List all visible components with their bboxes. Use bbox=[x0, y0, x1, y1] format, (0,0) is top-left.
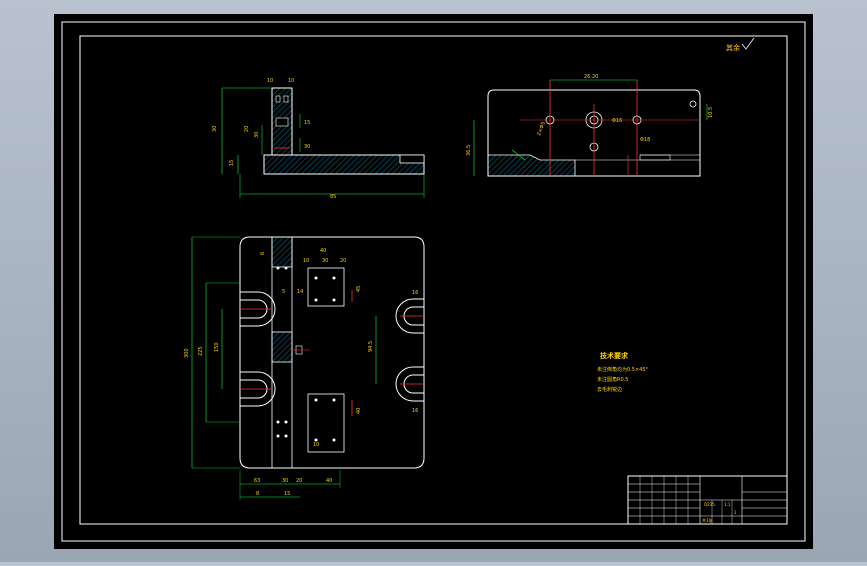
svg-text:1:1: 1:1 bbox=[724, 502, 731, 507]
svg-text:20: 20 bbox=[296, 478, 302, 484]
tech-req-line-2: 未注圆角R0.5 bbox=[597, 376, 628, 383]
svg-text:10: 10 bbox=[313, 442, 319, 448]
svg-text:其余: 其余 bbox=[726, 43, 740, 52]
tech-requirements: 技术要求 未注倒角均为0.5×45° 未注圆角R0.5 去毛刺锐边 bbox=[597, 351, 649, 393]
model-space[interactable] bbox=[54, 14, 813, 549]
svg-text:45: 45 bbox=[356, 286, 362, 292]
svg-text:63: 63 bbox=[254, 478, 260, 484]
svg-text:26.20: 26.20 bbox=[584, 74, 598, 80]
sheet-outer-border bbox=[61, 21, 806, 542]
svg-text:300: 300 bbox=[184, 348, 190, 358]
sheet-inner-border bbox=[79, 35, 788, 525]
svg-text:Q235: Q235 bbox=[704, 502, 715, 507]
svg-text:1: 1 bbox=[734, 510, 737, 515]
svg-text:85: 85 bbox=[330, 194, 336, 200]
svg-text:36.5: 36.5 bbox=[466, 145, 472, 156]
svg-text:225: 225 bbox=[198, 346, 204, 356]
svg-text:Φ16: Φ16 bbox=[612, 118, 622, 124]
svg-text:16: 16 bbox=[412, 290, 418, 296]
svg-text:15: 15 bbox=[229, 160, 235, 166]
svg-text:16: 16 bbox=[412, 408, 418, 414]
svg-text:Φ18: Φ18 bbox=[640, 137, 650, 143]
left-slot-top bbox=[240, 291, 276, 327]
svg-text:30: 30 bbox=[282, 478, 288, 484]
svg-text:5: 5 bbox=[282, 289, 285, 295]
svg-text:14: 14 bbox=[297, 289, 303, 295]
svg-text:6: 6 bbox=[260, 252, 266, 255]
svg-text:40: 40 bbox=[356, 408, 362, 414]
tech-req-line-3: 去毛刺锐边 bbox=[597, 386, 622, 393]
svg-text:2×Φ5: 2×Φ5 bbox=[536, 121, 547, 137]
svg-text:30: 30 bbox=[304, 144, 310, 150]
svg-text:10: 10 bbox=[303, 258, 309, 264]
title-block: Q235 1:1 1 共1张 bbox=[627, 475, 788, 525]
side-view: 30 15 85 30 10 10 15 30 20 bbox=[212, 78, 425, 200]
svg-text:20: 20 bbox=[340, 258, 346, 264]
svg-text:15: 15 bbox=[304, 120, 310, 126]
left-slot-bottom bbox=[240, 371, 276, 407]
svg-text:10: 10 bbox=[267, 78, 273, 84]
svg-text:20: 20 bbox=[244, 126, 250, 132]
svg-text:30: 30 bbox=[254, 132, 260, 138]
front-view: 26.20 36.5 2×Φ5 Φ16 Φ18 10.5 bbox=[466, 74, 714, 177]
svg-text:30: 30 bbox=[212, 126, 218, 132]
svg-text:150: 150 bbox=[214, 342, 220, 352]
svg-text:15: 15 bbox=[284, 491, 290, 497]
plan-view: 300 225 150 94.5 16 16 45 40 40 10 30 20… bbox=[184, 236, 425, 500]
svg-text:40: 40 bbox=[326, 478, 332, 484]
tech-req-line-1: 未注倒角均为0.5×45° bbox=[597, 366, 649, 373]
svg-text:94.5: 94.5 bbox=[368, 341, 374, 352]
svg-text:40: 40 bbox=[320, 248, 326, 254]
right-slot-top bbox=[395, 298, 424, 334]
svg-text:共1张: 共1张 bbox=[702, 517, 713, 523]
svg-text:8: 8 bbox=[256, 491, 259, 497]
right-slot-bottom bbox=[395, 366, 424, 402]
roughness-symbol: 其余 bbox=[726, 37, 755, 52]
svg-text:30: 30 bbox=[322, 258, 328, 264]
svg-text:10: 10 bbox=[288, 78, 294, 84]
svg-text:10.5: 10.5 bbox=[708, 107, 714, 118]
tech-requirements-title: 技术要求 bbox=[600, 351, 629, 360]
